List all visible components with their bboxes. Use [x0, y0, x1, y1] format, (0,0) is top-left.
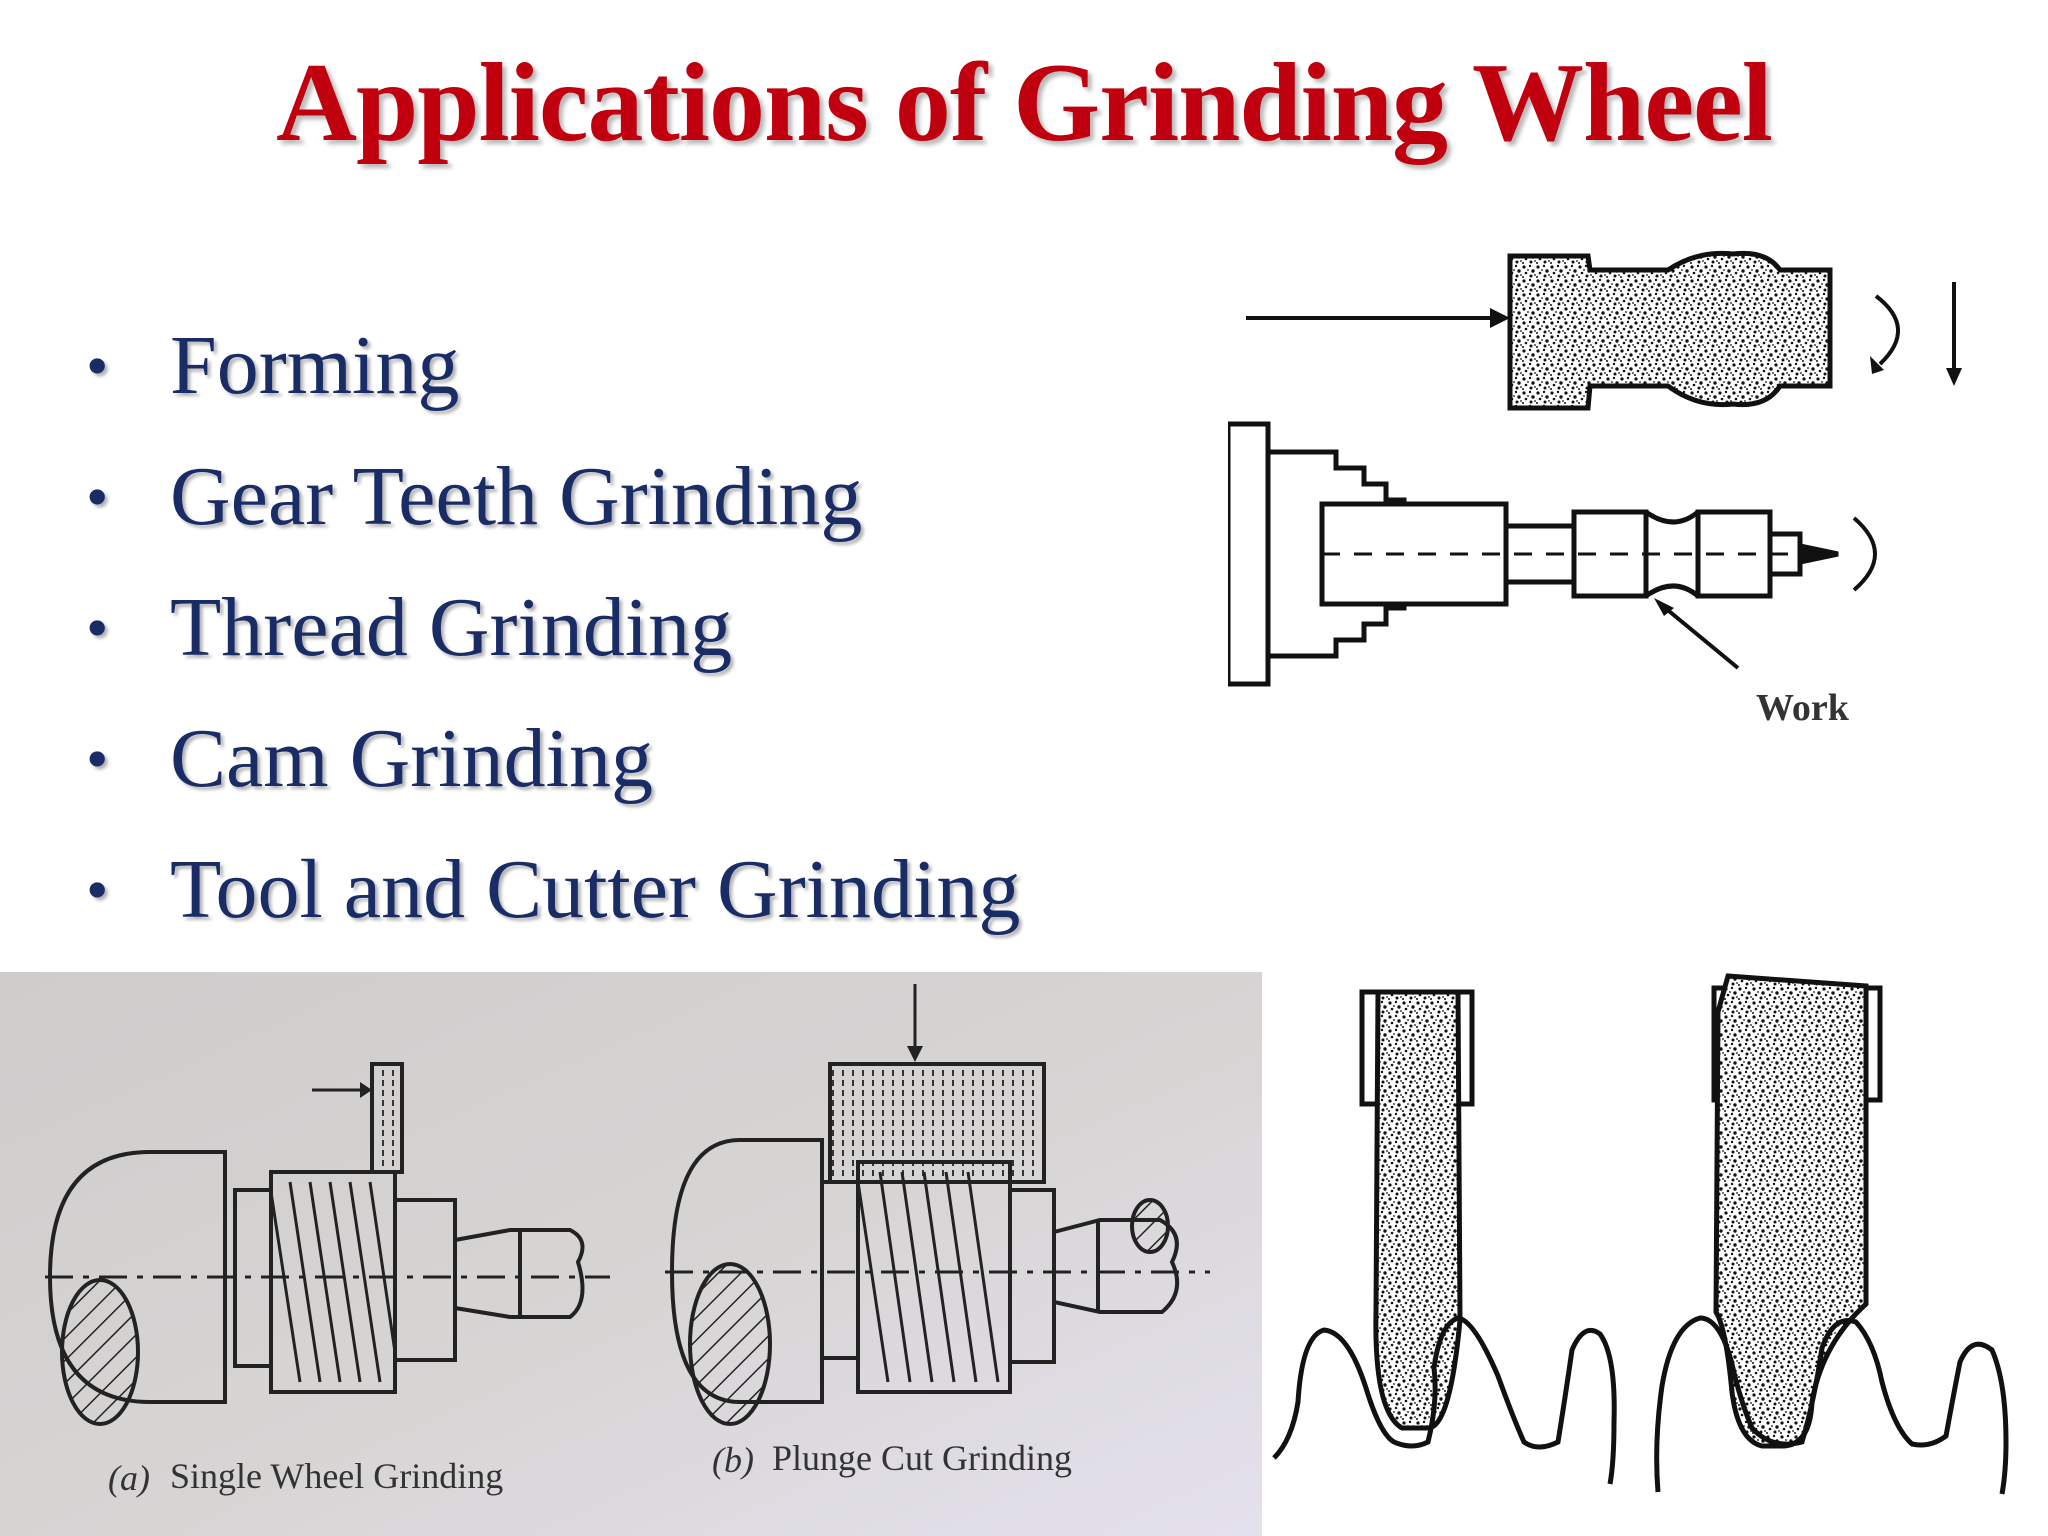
bullet-item-tool-and-cutter-grinding: • Tool and Cutter Grinding [86, 824, 1020, 955]
caption-b-prefix: (b) [712, 1440, 754, 1480]
bullet-text: Gear Teeth Grinding [170, 450, 863, 543]
bullet-text: Thread Grinding [170, 581, 733, 674]
bullet-text: Forming [170, 319, 460, 412]
slide-title: Applications of Grinding Wheel [276, 41, 1773, 165]
bullet-list: • Forming • Gear Teeth Grinding • Thread Gr… [86, 300, 1020, 955]
caption-plunge-cut-grinding: Plunge Cut Grinding [772, 1438, 1072, 1478]
bullet-dot-icon: • [86, 853, 109, 925]
bullet-item-cam-grinding: • Cam Grinding [86, 693, 1020, 824]
single-wheel-grinding-drawing [45, 1062, 610, 1426]
caption-single-wheel-grinding: Single Wheel Grinding [170, 1456, 503, 1496]
bullet-text: Tool and Cutter Grinding [170, 843, 1021, 936]
bullet-item-gear-teeth-grinding: • Gear Teeth Grinding [86, 431, 1020, 562]
forming-diagram: Work [1228, 250, 1962, 729]
bullet-dot-icon: • [86, 591, 109, 663]
work-label: Work [1756, 687, 1850, 729]
gear-teeth-profile [1272, 1315, 2009, 1495]
lathe-chuck-and-work [1228, 421, 1877, 687]
form-grinding-wheel-right [1711, 973, 1883, 1449]
scan-background [0, 972, 1262, 1536]
forming-wheel [1246, 250, 1962, 411]
bullet-text: Cam Grinding [170, 712, 653, 805]
form-grinding-wheel-left [1359, 989, 1475, 1431]
caption-a-prefix: (a) [108, 1458, 150, 1498]
thread-grinding-figure: (a) Single Wheel Grinding (b) Plunge Cut… [0, 972, 1262, 1536]
bullet-item-forming: • Forming [86, 300, 1020, 431]
bullet-item-thread-grinding: • Thread Grinding [86, 562, 1020, 693]
bullet-dot-icon: • [86, 460, 109, 532]
plunge-cut-grinding-drawing [665, 984, 1210, 1426]
bullet-dot-icon: • [86, 329, 109, 401]
bullet-dot-icon: • [86, 722, 109, 794]
gear-teeth-grinding-figure [1272, 973, 2009, 1495]
